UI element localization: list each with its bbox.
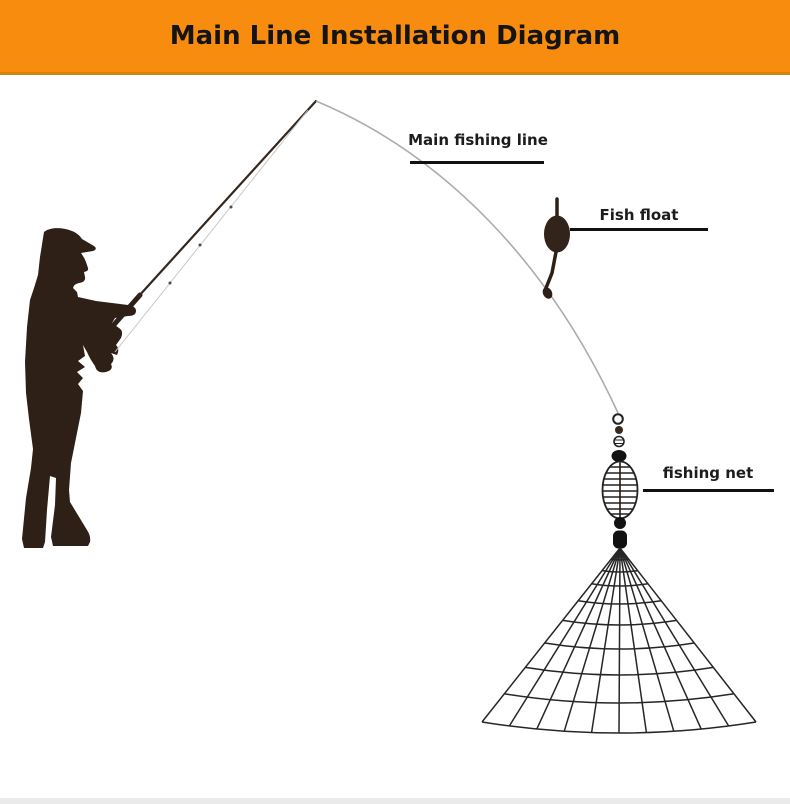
net-collar-plug	[613, 530, 627, 549]
top-sinker	[611, 450, 627, 462]
fishing-net-underline	[643, 489, 774, 492]
fishing-rod-line	[136, 99, 318, 299]
net-arc-lines	[481, 558, 757, 734]
fish-float-label: Fish float	[599, 206, 679, 224]
title-banner: Main Line Installation Diagram	[0, 0, 790, 75]
swivel-ring-icon	[612, 413, 624, 425]
bottom-sinker	[614, 517, 626, 529]
page-title: Main Line Installation Diagram	[169, 21, 621, 51]
fisherman-silhouette	[22, 228, 136, 548]
reel-line	[114, 109, 309, 353]
main-fishing-line-label: Main fishing line	[408, 131, 548, 149]
rod-guide-dot	[229, 205, 233, 209]
main-fishing-line-curve	[315, 100, 619, 414]
rod-guide-dot	[168, 281, 172, 285]
fish-float-body	[544, 215, 570, 253]
rod-guide-dot	[198, 243, 202, 247]
spring-feeder-cage	[601, 460, 639, 520]
fishing-net-label: fishing net	[662, 464, 754, 482]
line-connector-knot	[542, 287, 553, 299]
fishing-rod-handle	[87, 292, 143, 355]
striped-bead	[613, 435, 625, 448]
net-radial-lines	[481, 547, 757, 734]
line-bead	[615, 426, 623, 434]
footer-strip	[0, 798, 790, 804]
fish-float-underline	[570, 228, 708, 231]
float-bottom-stem	[544, 250, 558, 290]
main-fishing-line-underline	[410, 161, 544, 164]
feeder-wires	[603, 466, 637, 515]
fishing-net-cone	[481, 547, 757, 734]
